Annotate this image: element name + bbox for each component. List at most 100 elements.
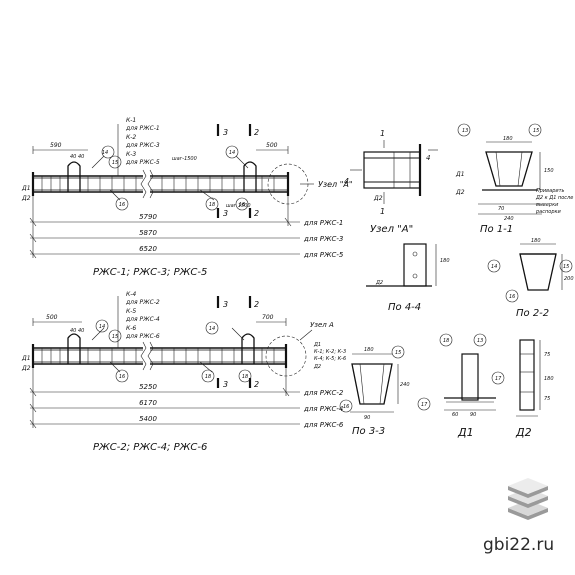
callout-k3: К-3 — [126, 151, 136, 158]
mark-16-33: 16 — [343, 404, 349, 410]
section-3-top-b: 3 — [223, 300, 228, 309]
mark-18c: 18 — [205, 374, 211, 380]
section-2-top-b: 2 — [254, 300, 259, 309]
callout-k3-for: для РЖС-5 — [125, 159, 160, 166]
mark-4-right: 4 — [426, 154, 430, 162]
node-a-label-b: Узел А — [310, 321, 334, 329]
view-d1-title: Д1 — [457, 426, 474, 439]
length-3: 6520 — [139, 245, 157, 253]
for-4: для РЖС-2 — [303, 389, 344, 397]
view-d2-title: Д2 — [515, 426, 532, 439]
callout-k5-for: для РЖС-4 — [125, 316, 160, 323]
mark-13-d1: 13 — [477, 338, 483, 344]
mark-16b: 16 — [119, 374, 125, 380]
node-list-3: К-4; К-5; К-6 — [314, 356, 346, 362]
dim-33-240: 240 — [400, 382, 410, 388]
beam-top-text: К-1 для РЖС-1 К-2 для РЖС-3 К-3 для РЖС-… — [21, 117, 353, 278]
view-po-4-4-title: По 4-4 — [388, 302, 421, 313]
callout-k2-for: для РЖС-3 — [125, 142, 160, 149]
callout-k5: К-5 — [126, 308, 136, 315]
label-d2-11: Д2 — [455, 189, 465, 196]
length-2: 5870 — [139, 229, 157, 237]
mark-16: 16 — [119, 202, 125, 208]
beam-top-title: РЖС-1; РЖС-3; РЖС-5 — [93, 267, 207, 278]
dim-step-1: шаг-1500 — [172, 156, 197, 162]
callout-k2: К-2 — [126, 134, 136, 141]
callout-k6-for: для РЖС-6 — [125, 333, 160, 340]
detail-d2: 75 180 75 Д2 — [515, 339, 554, 439]
dim-33-90: 90 — [364, 415, 370, 421]
dim-11-150: 150 — [544, 168, 554, 174]
length-1: 5790 — [139, 213, 157, 221]
label-d2: Д2 — [21, 195, 31, 202]
mark-1-bottom: 1 — [380, 207, 385, 216]
mark-4-left: 4 — [344, 177, 349, 186]
dim-44-180: 180 — [440, 258, 450, 264]
beam-bottom-text: К-4 для РЖС-2 К-5 для РЖС-4 К-6 для РЖС-… — [21, 291, 346, 453]
for-3: для РЖС-5 — [303, 251, 344, 259]
detail-uzel-a: 1 1 4 4 Д2 Узел "А" — [344, 129, 438, 235]
site-logo-icon — [508, 478, 548, 520]
view-po-1-1-title: По 1-1 — [480, 224, 513, 235]
section-2-bottom-b: 2 — [254, 380, 259, 389]
mark-18d: 18 — [242, 374, 248, 380]
dim-33-180: 180 — [364, 347, 374, 353]
node-list-2: К-1; К-2; К-3 — [314, 349, 346, 355]
view-po-2-2-title: По 2-2 — [516, 308, 549, 319]
section-3-bottom-b: 3 — [223, 380, 228, 389]
section-3-top: 3 — [223, 128, 228, 137]
length-5: 6170 — [139, 399, 157, 407]
beam-bottom-title: РЖС-2; РЖС-4; РЖС-6 — [93, 442, 207, 453]
callout-k6: К-6 — [126, 325, 136, 332]
view-uzel-a-title: Узел "А" — [370, 224, 413, 235]
detail-po-1-1: 13 15 180 150 70 240 Д1 Д2 Приварить Д2 … — [455, 123, 573, 235]
note-1: Приварить — [536, 188, 565, 194]
mark-16-22: 16 — [509, 294, 515, 300]
callout-k1-for: для РЖС-1 — [125, 125, 160, 132]
dim-40-40b: 40 40 — [70, 328, 84, 334]
label-d1b: Д1 — [21, 355, 31, 362]
node-list-4: Д2 — [313, 364, 321, 370]
dim-step-2: шаг 1500 — [226, 203, 251, 209]
section-3-bottom: 3 — [223, 209, 228, 218]
mark-18a: 18 — [209, 202, 215, 208]
dim-40-40: 40 40 — [70, 154, 84, 160]
mark-15b: 15 — [112, 334, 118, 340]
mark-14d: 14 — [209, 326, 215, 332]
uzel-label-d2: Д2 — [373, 195, 383, 202]
node-a-label: Узел "А" — [318, 180, 353, 189]
mark-17-d1: 17 — [495, 376, 502, 382]
mark-17b-d1: 17 — [421, 402, 428, 408]
for-1: для РЖС-1 — [303, 219, 343, 227]
mark-14-22: 14 — [491, 264, 497, 270]
dim-11-70: 70 — [498, 206, 504, 212]
dim-d2-75b: 75 — [544, 396, 550, 402]
mark-1-top: 1 — [380, 129, 385, 138]
dim-700: 700 — [262, 314, 274, 321]
detail-po-4-4: 180 Д2 По 4-4 — [366, 243, 450, 313]
node-list-1: Д1 — [313, 342, 321, 348]
for-5: для РЖС-4 — [303, 405, 343, 413]
label-d1: Д1 — [21, 185, 31, 192]
callout-k4-for: для РЖС-2 — [125, 299, 160, 306]
dim-d1-60: 60 — [452, 412, 458, 418]
mark-15-33: 15 — [395, 350, 401, 356]
watermark[interactable]: gbi22.ru — [483, 535, 555, 555]
label-d2-44: Д2 — [375, 280, 383, 286]
beam-top — [29, 124, 314, 259]
label-d2b: Д2 — [21, 365, 31, 372]
length-6: 5400 — [139, 415, 157, 423]
section-2-bottom: 2 — [254, 209, 259, 218]
note-2: Д2 к Д1 после — [535, 195, 573, 201]
mark-14b: 14 — [229, 150, 235, 156]
note-3: выверки — [536, 202, 559, 208]
mark-14c: 14 — [99, 324, 105, 330]
view-po-3-3-title: По 3-3 — [352, 426, 385, 437]
mark-18-d1: 18 — [443, 338, 449, 344]
dim-11-240: 240 — [504, 216, 514, 222]
dim-500: 500 — [266, 142, 278, 149]
length-4: 5250 — [139, 383, 157, 391]
callout-k1: К-1 — [126, 117, 136, 124]
label-d1-11: Д1 — [455, 171, 465, 178]
